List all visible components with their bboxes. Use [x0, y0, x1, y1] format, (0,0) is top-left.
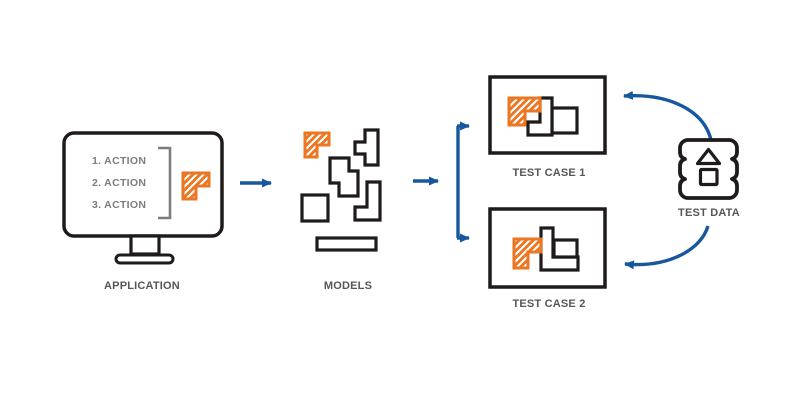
action-step-2: 2. ACTION	[92, 177, 146, 189]
tetromino-s-piece-icon	[526, 96, 554, 137]
models-group: MODELS	[300, 128, 382, 292]
bracket-icon	[158, 146, 172, 220]
tetromino-j-piece-icon	[353, 180, 382, 222]
tetromino-t-piece-icon	[353, 128, 380, 167]
action-step-1: 1. ACTION	[92, 155, 146, 167]
test-case-1-label: TEST CASE 1	[512, 167, 585, 179]
triangle-glyph-icon	[695, 147, 722, 166]
orange-hatched-tetromino-icon	[303, 131, 331, 159]
curved-arrow-testdata-to-test-case-2	[624, 225, 710, 270]
tetromino-square-piece-icon	[550, 106, 579, 135]
models-label: MODELS	[324, 280, 372, 292]
test-case-1-group: TEST CASE 1	[488, 75, 607, 179]
tetromino-square-piece-icon	[552, 238, 579, 259]
tetromino-s-piece-icon	[328, 156, 360, 198]
curved-arrow-testdata-to-test-case-1	[623, 90, 713, 141]
test-data-label: TEST DATA	[678, 207, 740, 219]
monitor-neck-icon	[129, 234, 161, 256]
square-glyph-icon	[698, 167, 719, 187]
test-data-group: TEST DATA	[623, 90, 740, 270]
orange-hatched-tetromino-icon	[507, 96, 542, 127]
application-group: 1. ACTION 2. ACTION 3. ACTION APPLICATIO…	[62, 131, 224, 292]
action-step-3: 3. ACTION	[92, 199, 146, 211]
orange-hatched-tetromino-icon	[181, 171, 211, 201]
tetromino-square-piece-icon	[300, 193, 330, 223]
tetromino-i-piece-icon	[315, 236, 378, 252]
test-case-2-label: TEST CASE 2	[512, 298, 585, 310]
orange-hatched-tetromino-icon	[512, 237, 543, 270]
monitor-base-icon	[114, 253, 175, 265]
branch-arrows-group	[413, 121, 470, 243]
application-label: APPLICATION	[104, 280, 180, 292]
test-case-2-group: TEST CASE 2	[488, 207, 607, 310]
